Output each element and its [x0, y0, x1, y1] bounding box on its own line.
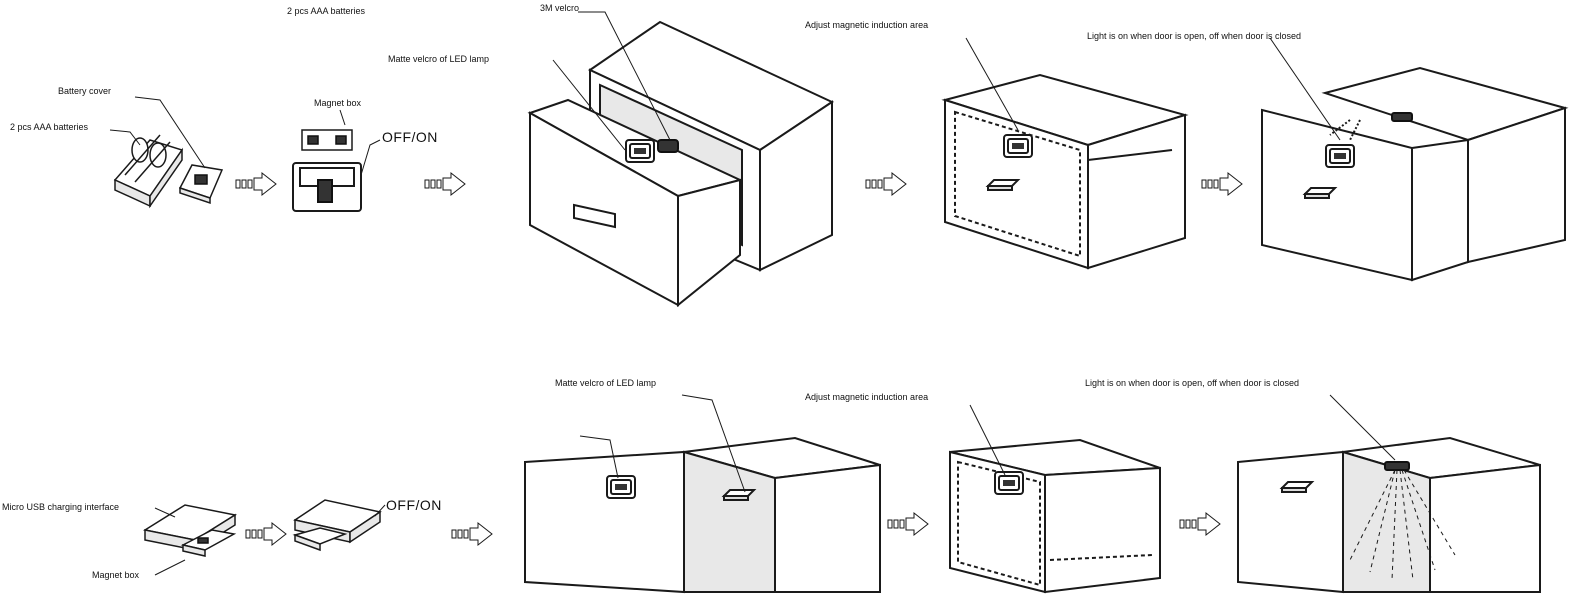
usb-battery-pack-icon [143, 504, 237, 557]
label-matte-velcro-bottom: Matte velcro of LED lamp [555, 378, 657, 388]
label-adjust-area-bottom: Adjust magnetic induction area [805, 392, 929, 402]
switch-box-icon [292, 162, 362, 212]
drawer-cabinet-icon [527, 20, 835, 308]
step-arrow-icon [245, 522, 287, 546]
battery-cover-icon [178, 164, 224, 205]
label-magnet-box-top: Magnet box [314, 98, 362, 108]
step-arrow-icon [424, 172, 466, 196]
label-magnet-box-bottom: Magnet box [92, 570, 140, 580]
label-3m-velcro: 3M velcro [540, 3, 580, 13]
label-adjust-area-top: Adjust magnetic induction area [805, 20, 929, 30]
label-off-on-top: OFF/ON [382, 129, 438, 145]
usb-switch-box-icon [292, 499, 382, 552]
step-arrow-icon [887, 512, 929, 536]
open-cabinet-icon [941, 73, 1189, 270]
label-matte-velcro-top: Matte velcro of LED lamp [388, 54, 490, 64]
lit-door-cabinet-icon [1237, 436, 1541, 594]
step-arrow-icon [1179, 512, 1221, 536]
step-arrow-icon [451, 522, 493, 546]
box-cabinet-icon [949, 438, 1161, 594]
label-top-batteries-side: 2 pcs AAA batteries [10, 122, 89, 132]
label-light-note-bottom: Light is on when door is open, off when … [1085, 378, 1299, 388]
step-arrow-icon [235, 172, 277, 196]
label-top-batteries-header: 2 pcs AAA batteries [287, 6, 366, 16]
door-cabinet-icon [524, 436, 881, 594]
magnet-box-icon [301, 129, 353, 151]
label-battery-cover: Battery cover [58, 86, 112, 96]
lit-cabinet-icon [1261, 66, 1569, 282]
label-light-note-top: Light is on when door is open, off when … [1087, 31, 1301, 41]
step-arrow-icon [865, 172, 907, 196]
label-off-on-bottom: OFF/ON [386, 497, 442, 513]
step-arrow-icon [1201, 172, 1243, 196]
battery-pack-icon [113, 134, 184, 209]
label-micro-usb: Micro USB charging interface [2, 502, 120, 512]
